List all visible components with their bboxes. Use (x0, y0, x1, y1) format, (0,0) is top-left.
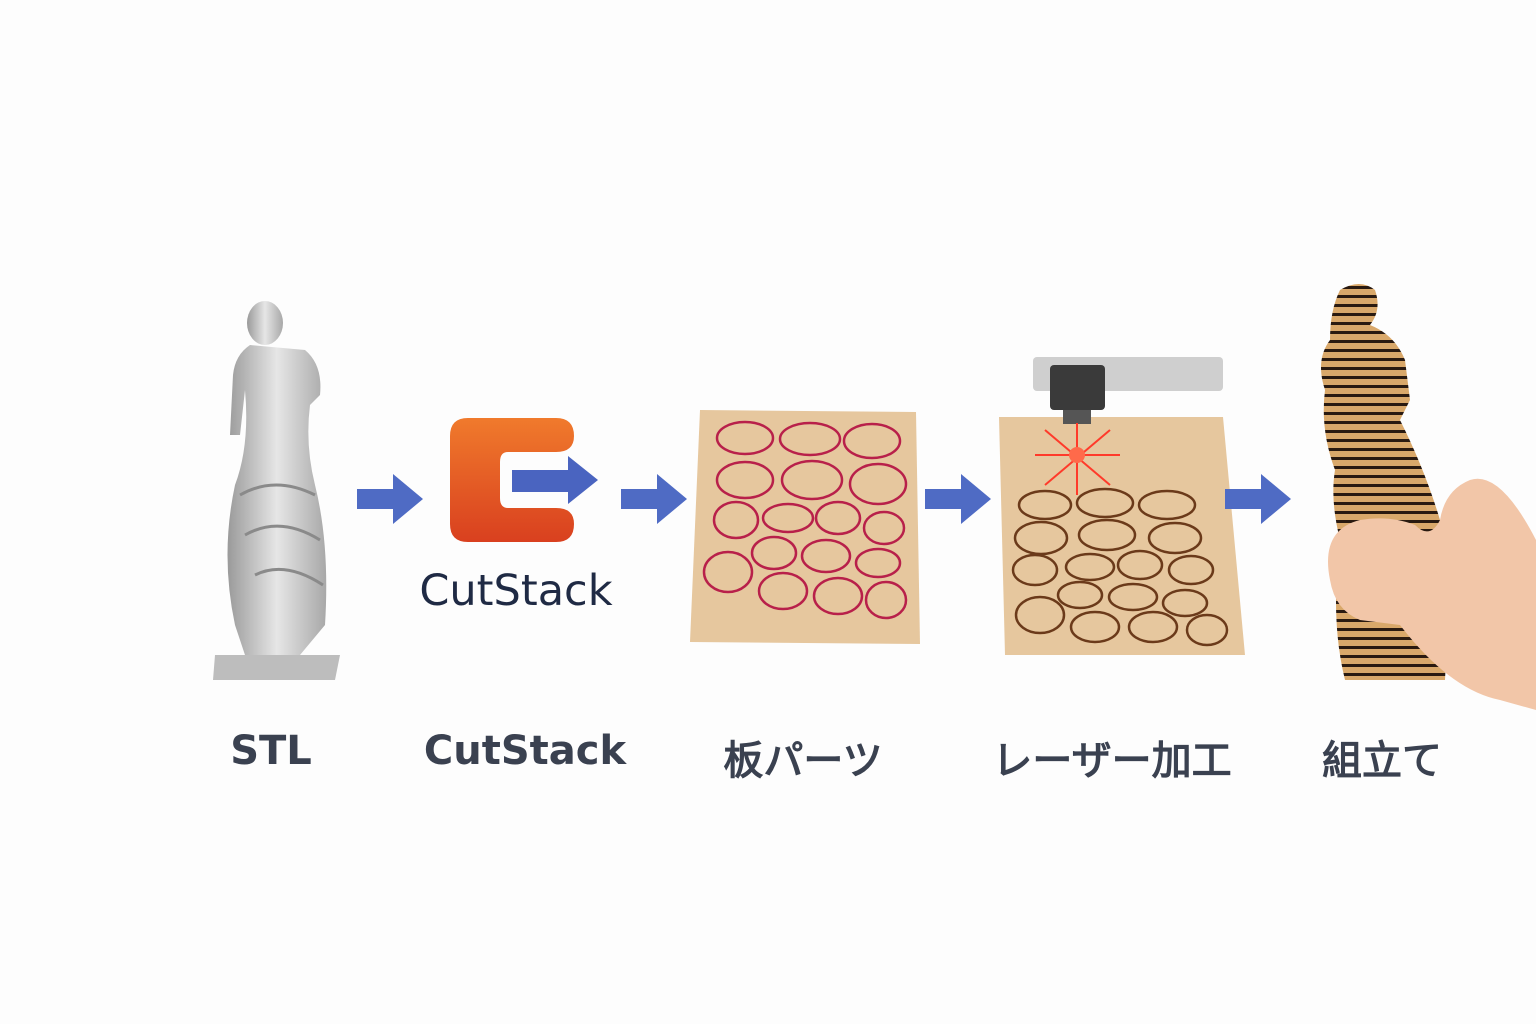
flow-arrow-icon (1225, 474, 1291, 524)
flow-arrow-icon (357, 474, 423, 524)
stl-statue-icon (213, 301, 340, 680)
step-label-sheet-parts: 板パーツ (723, 738, 883, 784)
step-label-stl: STL (230, 728, 312, 774)
sheet-parts-icon (690, 410, 920, 644)
flow-arrow-icon (621, 474, 687, 524)
assembled-statue-icon (1321, 284, 1536, 710)
step-label-assembly: 組立て (1322, 738, 1442, 784)
step-label-cutstack: CutStack (423, 728, 627, 774)
logo-wordmark: CutStack (419, 566, 613, 616)
cutstack-logo-icon (450, 418, 598, 542)
step-label-laser: レーザー加工 (992, 738, 1232, 784)
laser-cutter-icon (999, 357, 1245, 655)
flow-arrow-icon (925, 474, 991, 524)
